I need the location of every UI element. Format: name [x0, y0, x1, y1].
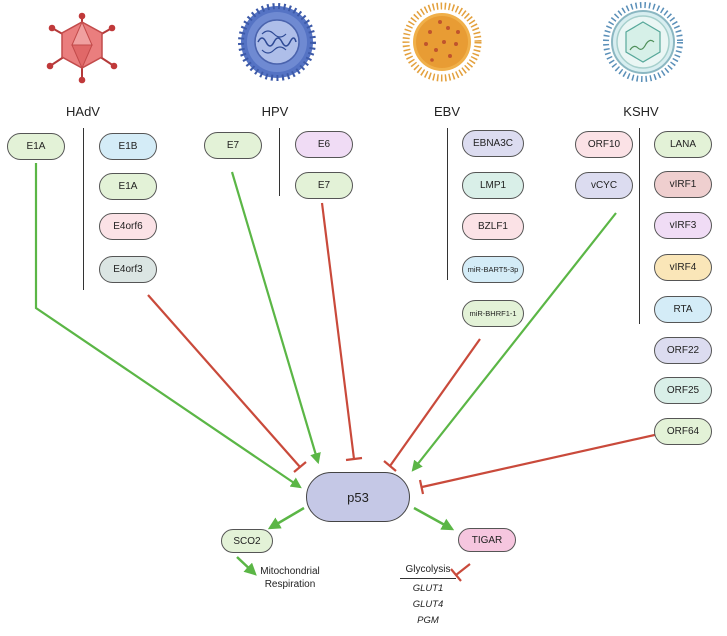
protein-ebv-ebna3c: EBNA3C [462, 130, 524, 157]
protein-kshv-orf25: ORF25 [654, 377, 712, 404]
group-divider-ebv [447, 128, 449, 280]
inhibit-kshv-bar [418, 479, 425, 495]
protein-kshv-orf64: ORF64 [654, 418, 712, 445]
gene-glut1: GLUT1 [412, 583, 444, 594]
protein-hadv-e1b: E1B [99, 133, 157, 160]
hpv-virus-icon [238, 3, 316, 81]
sco2-node: SCO2 [221, 529, 273, 553]
arrow-sco2-to-respiration [236, 556, 257, 576]
virus-label-hpv: HPV [261, 104, 289, 119]
group-divider-kshv [639, 128, 641, 324]
group-divider-hpv [279, 128, 281, 196]
protein-kshv-vcyc: vCYC [575, 172, 633, 199]
inhibit-ebv-bar [383, 460, 397, 472]
inhibit-tigar-bar [450, 568, 462, 582]
group-divider-hadv [83, 128, 85, 290]
gene-pgm: PGM [417, 615, 439, 626]
protein-kshv-lana: LANA [654, 131, 712, 158]
mito-line-1: Mitochondrial [260, 566, 320, 577]
protein-hadv-e1a-direct: E1A [7, 133, 65, 160]
inhibit-hpv-group [320, 202, 356, 460]
p53-node: p53 [306, 472, 410, 522]
virus-label-kshv: KSHV [623, 104, 659, 119]
protein-kshv-rta: RTA [654, 296, 712, 323]
protein-ebv-mir-bhrf1-1: miR-BHRF1-1 [462, 300, 524, 327]
protein-hadv-e1a: E1A [99, 173, 157, 200]
protein-ebv-mir-bart5-3p: miR-BART5-3p [462, 256, 524, 283]
arrow-kshv-vcyc-to-p53 [411, 212, 617, 472]
arrow-hpv-e7-to-p53 [230, 171, 321, 465]
mito-line-2: Respiration [264, 579, 316, 590]
arrow-p53-to-tigar [413, 506, 455, 531]
ebv-virus-icon [402, 2, 482, 82]
protein-ebv-bzlf1: BZLF1 [462, 213, 524, 240]
inhibit-hadv-group [147, 294, 301, 468]
tigar-node: TIGAR [458, 528, 516, 552]
inhibit-hpv-bar [345, 456, 363, 462]
inhibit-ebv-group [389, 338, 481, 467]
protein-hpv-e7-direct: E7 [204, 132, 262, 159]
protein-kshv-virf3: vIRF3 [654, 212, 712, 239]
virus-label-ebv: EBV [433, 104, 460, 119]
protein-hadv-e4orf6: E4orf6 [99, 213, 157, 240]
mitochondrial-respiration-label: Mitochondrial Respiration [250, 565, 330, 591]
protein-ebv-lmp1: LMP1 [462, 172, 524, 199]
arrow-p53-to-sco2 [267, 506, 305, 530]
protein-kshv-virf4: vIRF4 [654, 254, 712, 281]
kshv-virus-icon [603, 2, 683, 82]
adenovirus-icon [46, 12, 118, 84]
inhibit-hadv-bar [293, 461, 307, 473]
protein-hpv-e6: E6 [295, 131, 353, 158]
glycolysis-label: Glycolysis [405, 564, 451, 575]
protein-kshv-orf22: ORF22 [654, 337, 712, 364]
protein-hpv-e7: E7 [295, 172, 353, 199]
inhibit-kshv-group [421, 430, 669, 489]
gene-glut4: GLUT4 [412, 599, 444, 610]
glycolysis-underline [400, 578, 456, 579]
protein-kshv-orf10: ORF10 [575, 131, 633, 158]
virus-label-hadv: HAdV [66, 104, 100, 119]
protein-kshv-virf1: vIRF1 [654, 171, 712, 198]
arrow-hadv-e1a-to-p53 [34, 163, 302, 489]
protein-hadv-e4orf3: E4orf3 [99, 256, 157, 283]
inhibit-tigar-glycolysis [455, 563, 471, 576]
